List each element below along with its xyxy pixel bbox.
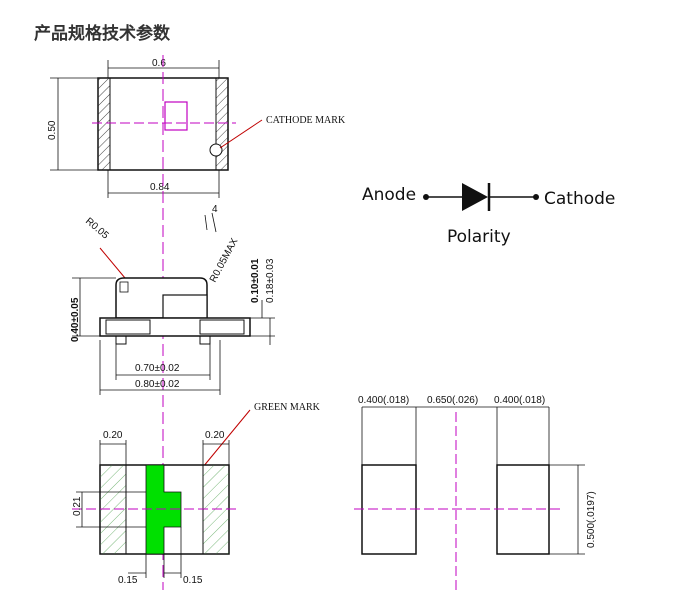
side-h2-label: 0.18±0.03 [265,258,276,303]
page-title: 产品规格技术参数 [34,24,170,44]
anode-label: Anode [362,185,416,205]
bottom-view: GREEN MARK 0.20 0.20 0.21 0.15 0.15 [72,402,321,586]
polarity-label: Polarity [447,227,511,247]
polarity-symbol: Anode Cathode Polarity [362,183,615,247]
side-angle-label: 4 [212,204,218,215]
top-view: 0.6 0.50 0.84 CATHODE MARK [47,58,346,198]
side-r2-label: R0.05MAX [208,236,241,284]
footprint-pad2-label: 0.400(.018) [494,395,545,406]
bottom-right-label: 0.15 [183,575,203,586]
green-mark-label: GREEN MARK [254,402,321,413]
right-pad-label: 0.20 [205,430,225,441]
left-pad-label: 0.20 [103,430,123,441]
cathode-label: Cathode [544,189,615,209]
side-w2-label: 0.80±0.02 [135,379,180,390]
bottom-height-label: 0.21 [72,496,83,516]
side-h1-label: 0.10±0.01 [250,258,261,303]
diode-icon [462,183,488,211]
footprint-gap-label: 0.650(.026) [427,395,478,406]
bottom-left-label: 0.15 [118,575,138,586]
side-height-label: 0.40±0.05 [70,297,81,342]
top-bottom-width-label: 0.84 [150,182,170,193]
footprint-pad1-label: 0.400(.018) [358,395,409,406]
side-view: R0.05 4 R0.05MAX 0.40±0.05 0.10±0.01 0.1… [70,204,276,395]
top-width-label: 0.6 [152,58,166,69]
footprint-height-label: 0.500(.0197) [586,491,597,548]
top-height-label: 0.50 [47,120,58,140]
side-r1-label: R0.05 [83,216,111,242]
cathode-mark-label: CATHODE MARK [266,115,346,126]
side-w1-label: 0.70±0.02 [135,363,180,374]
footprint: 0.400(.018) 0.650(.026) 0.400(.018) 0.50… [354,395,597,590]
